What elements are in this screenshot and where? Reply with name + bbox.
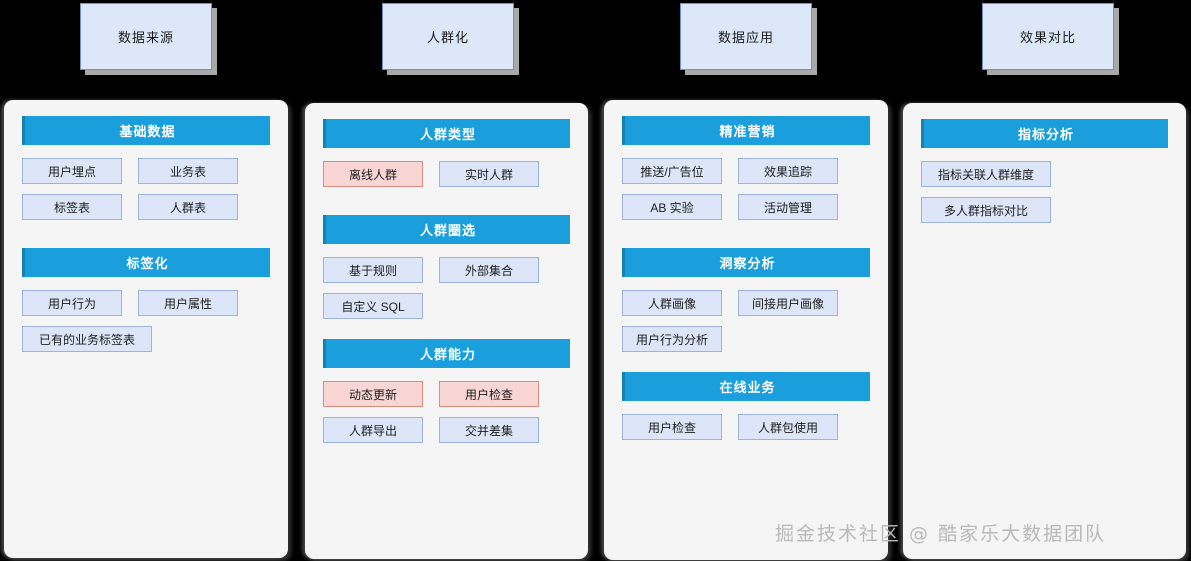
group-audience-type: 人群类型 离线人群 实时人群 (323, 119, 570, 187)
column-panel-effect-comparison: 指标分析 指标关联人群维度 多人群指标对比 (903, 103, 1186, 559)
spacer (622, 226, 870, 248)
group-title: 精准营销 (622, 116, 870, 145)
item-chip[interactable]: 推送/广告位 (622, 158, 722, 184)
stage-box-label: 效果对比 (1019, 30, 1076, 45)
item-chip[interactable]: 离线人群 (323, 161, 423, 187)
group-title: 人群类型 (323, 119, 570, 148)
stage-box-label: 数据应用 (717, 30, 774, 45)
column-panel-data-source: 基础数据 用户埋点 业务表 标签表 人群表 标签化 用户行为 用户属性 已有的业… (4, 100, 288, 558)
item-chip[interactable]: 活动管理 (738, 194, 838, 220)
group-tagging: 标签化 用户行为 用户属性 已有的业务标签表 (22, 248, 270, 352)
group-items: 用户检查 人群包使用 (622, 414, 870, 440)
stage-box-label: 人群化 (426, 30, 469, 45)
group-audience-selection: 人群圈选 基于规则 外部集合 自定义 SQL (323, 215, 570, 319)
stage-box-label: 数据来源 (117, 30, 174, 45)
item-chip[interactable]: 多人群指标对比 (921, 197, 1051, 223)
group-title: 指标分析 (921, 119, 1168, 148)
spacer (323, 325, 570, 339)
item-chip[interactable]: 外部集合 (439, 257, 539, 283)
item-chip[interactable]: 人群表 (138, 194, 238, 220)
spacer (22, 226, 270, 248)
item-chip[interactable]: 已有的业务标签表 (22, 326, 152, 352)
item-chip[interactable]: 用户行为分析 (622, 326, 722, 352)
item-chip[interactable]: 交并差集 (439, 417, 539, 443)
group-online-business: 在线业务 用户检查 人群包使用 (622, 372, 870, 440)
column-panel-data-application: 精准营销 推送/广告位 效果追踪 AB 实验 活动管理 洞察分析 人群画像 间接… (604, 100, 888, 560)
item-chip[interactable]: 用户属性 (138, 290, 238, 316)
group-title: 洞察分析 (622, 248, 870, 277)
group-items: 基于规则 外部集合 自定义 SQL (323, 257, 570, 319)
item-chip[interactable]: 人群导出 (323, 417, 423, 443)
group-items: 人群画像 间接用户画像 用户行为分析 (622, 290, 870, 352)
group-title: 在线业务 (622, 372, 870, 401)
spacer (323, 193, 570, 215)
item-chip[interactable]: 人群包使用 (738, 414, 838, 440)
group-basic-data: 基础数据 用户埋点 业务表 标签表 人群表 (22, 116, 270, 220)
item-chip[interactable]: 指标关联人群维度 (921, 161, 1051, 187)
group-items: 离线人群 实时人群 (323, 161, 570, 187)
item-chip[interactable]: 人群画像 (622, 290, 722, 316)
item-chip[interactable]: 用户检查 (439, 381, 539, 407)
group-title: 标签化 (22, 248, 270, 277)
item-chip[interactable]: 用户埋点 (22, 158, 122, 184)
stage-box-data-source: 数据来源 (80, 3, 212, 70)
group-audience-capability: 人群能力 动态更新 用户检查 人群导出 交并差集 (323, 339, 570, 443)
group-title: 基础数据 (22, 116, 270, 145)
item-chip[interactable]: 基于规则 (323, 257, 423, 283)
spacer (622, 358, 870, 372)
item-chip[interactable]: 业务表 (138, 158, 238, 184)
group-metric-analysis: 指标分析 指标关联人群维度 多人群指标对比 (921, 119, 1168, 223)
group-items: 用户埋点 业务表 标签表 人群表 (22, 158, 270, 220)
group-title: 人群能力 (323, 339, 570, 368)
group-precision-marketing: 精准营销 推送/广告位 效果追踪 AB 实验 活动管理 (622, 116, 870, 220)
watermark: 掘金技术社区 @ 酷家乐大数据团队 (775, 523, 1107, 545)
group-items: 指标关联人群维度 多人群指标对比 (921, 161, 1168, 223)
stage-header-row: 数据来源 人群化 数据应用 效果对比 (0, 0, 1191, 92)
stage-box-audience: 人群化 (382, 3, 514, 70)
item-chip[interactable]: 用户检查 (622, 414, 722, 440)
group-insight-analysis: 洞察分析 人群画像 间接用户画像 用户行为分析 (622, 248, 870, 352)
item-chip[interactable]: 效果追踪 (738, 158, 838, 184)
stage-box-data-application: 数据应用 (680, 3, 812, 70)
stage-box-effect-comparison: 效果对比 (982, 3, 1114, 70)
column-panel-audience: 人群类型 离线人群 实时人群 人群圈选 基于规则 外部集合 自定义 SQL 人群… (305, 103, 588, 559)
item-chip[interactable]: 动态更新 (323, 381, 423, 407)
group-items: 推送/广告位 效果追踪 AB 实验 活动管理 (622, 158, 870, 220)
group-title: 人群圈选 (323, 215, 570, 244)
item-chip[interactable]: 标签表 (22, 194, 122, 220)
item-chip[interactable]: 用户行为 (22, 290, 122, 316)
item-chip[interactable]: 实时人群 (439, 161, 539, 187)
item-chip[interactable]: AB 实验 (622, 194, 722, 220)
group-items: 用户行为 用户属性 已有的业务标签表 (22, 290, 270, 352)
item-chip[interactable]: 间接用户画像 (738, 290, 838, 316)
group-items: 动态更新 用户检查 人群导出 交并差集 (323, 381, 570, 443)
item-chip[interactable]: 自定义 SQL (323, 293, 423, 319)
